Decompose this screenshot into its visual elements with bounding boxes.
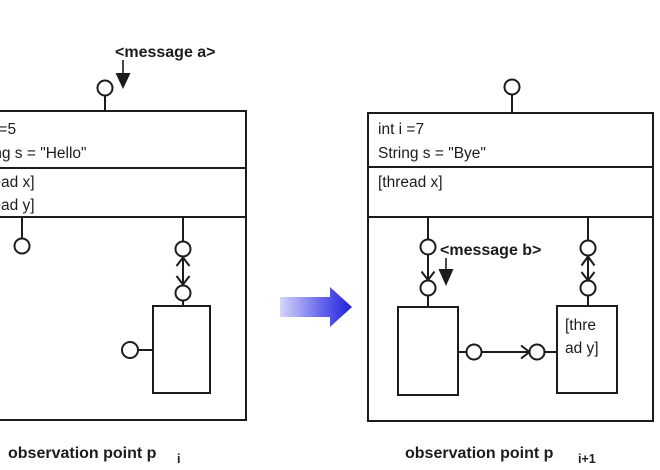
- left-box-up-chevron-icon: [175, 255, 191, 267]
- transition-arrow-icon: [280, 287, 352, 327]
- right-box-port1-circle-upper: [419, 238, 437, 256]
- left-box-port2-circle-lower: [174, 284, 192, 302]
- left-state-group: [0, 60, 247, 421]
- left-caption-subscript: i: [177, 452, 180, 466]
- right-inner-box-label-line-1: [thre: [565, 317, 596, 334]
- left-box-down-chevron-icon: [175, 275, 191, 287]
- right-state-group: [367, 78, 654, 422]
- left-inner-component-box: [152, 305, 211, 394]
- left-var-line-1: int i =5: [0, 121, 16, 138]
- right-caption-subscript: i+1: [578, 452, 596, 466]
- message-a-label: <message a>: [115, 44, 216, 61]
- left-thread-line-2: [thread y]: [0, 197, 35, 214]
- right-inner-box-label-line-2: ad y]: [565, 340, 599, 357]
- message-b-label: <message b>: [440, 242, 541, 259]
- right-thread-line-1: [thread x]: [378, 174, 443, 191]
- left-thread-line-1: [thread x]: [0, 174, 35, 191]
- left-box-port1-circle: [13, 237, 31, 255]
- left-var-line-2: String s = "Hello": [0, 145, 87, 162]
- right-box-down-chevron-icon: [580, 271, 596, 283]
- message-a-arrowhead-icon: [115, 73, 131, 89]
- right-caption: observation point p: [405, 445, 554, 462]
- right-box-port1-circle-lower: [419, 279, 437, 297]
- connector-circle-right: [528, 343, 546, 361]
- right-top-port-circle: [503, 78, 521, 96]
- right-var-line-2: String s = "Bye": [378, 145, 486, 162]
- left-box-port2-circle-upper: [174, 240, 192, 258]
- connector-circle-left: [465, 343, 483, 361]
- right-box-port2-circle-lower: [579, 279, 597, 297]
- right-box-left-down-chevron-icon: [420, 270, 436, 282]
- left-caption: observation point p: [8, 445, 157, 462]
- right-var-line-1: int i =7: [378, 121, 424, 138]
- right-inner-component-a-box: [397, 306, 459, 396]
- right-box-port2-circle-upper: [579, 239, 597, 257]
- left-lollipop-circle: [121, 341, 139, 359]
- right-box-up-chevron-icon: [580, 254, 596, 267]
- message-b-arrowhead-icon: [438, 269, 454, 286]
- left-top-port-circle: [96, 79, 114, 97]
- right-inner-component-b-box: [556, 305, 618, 394]
